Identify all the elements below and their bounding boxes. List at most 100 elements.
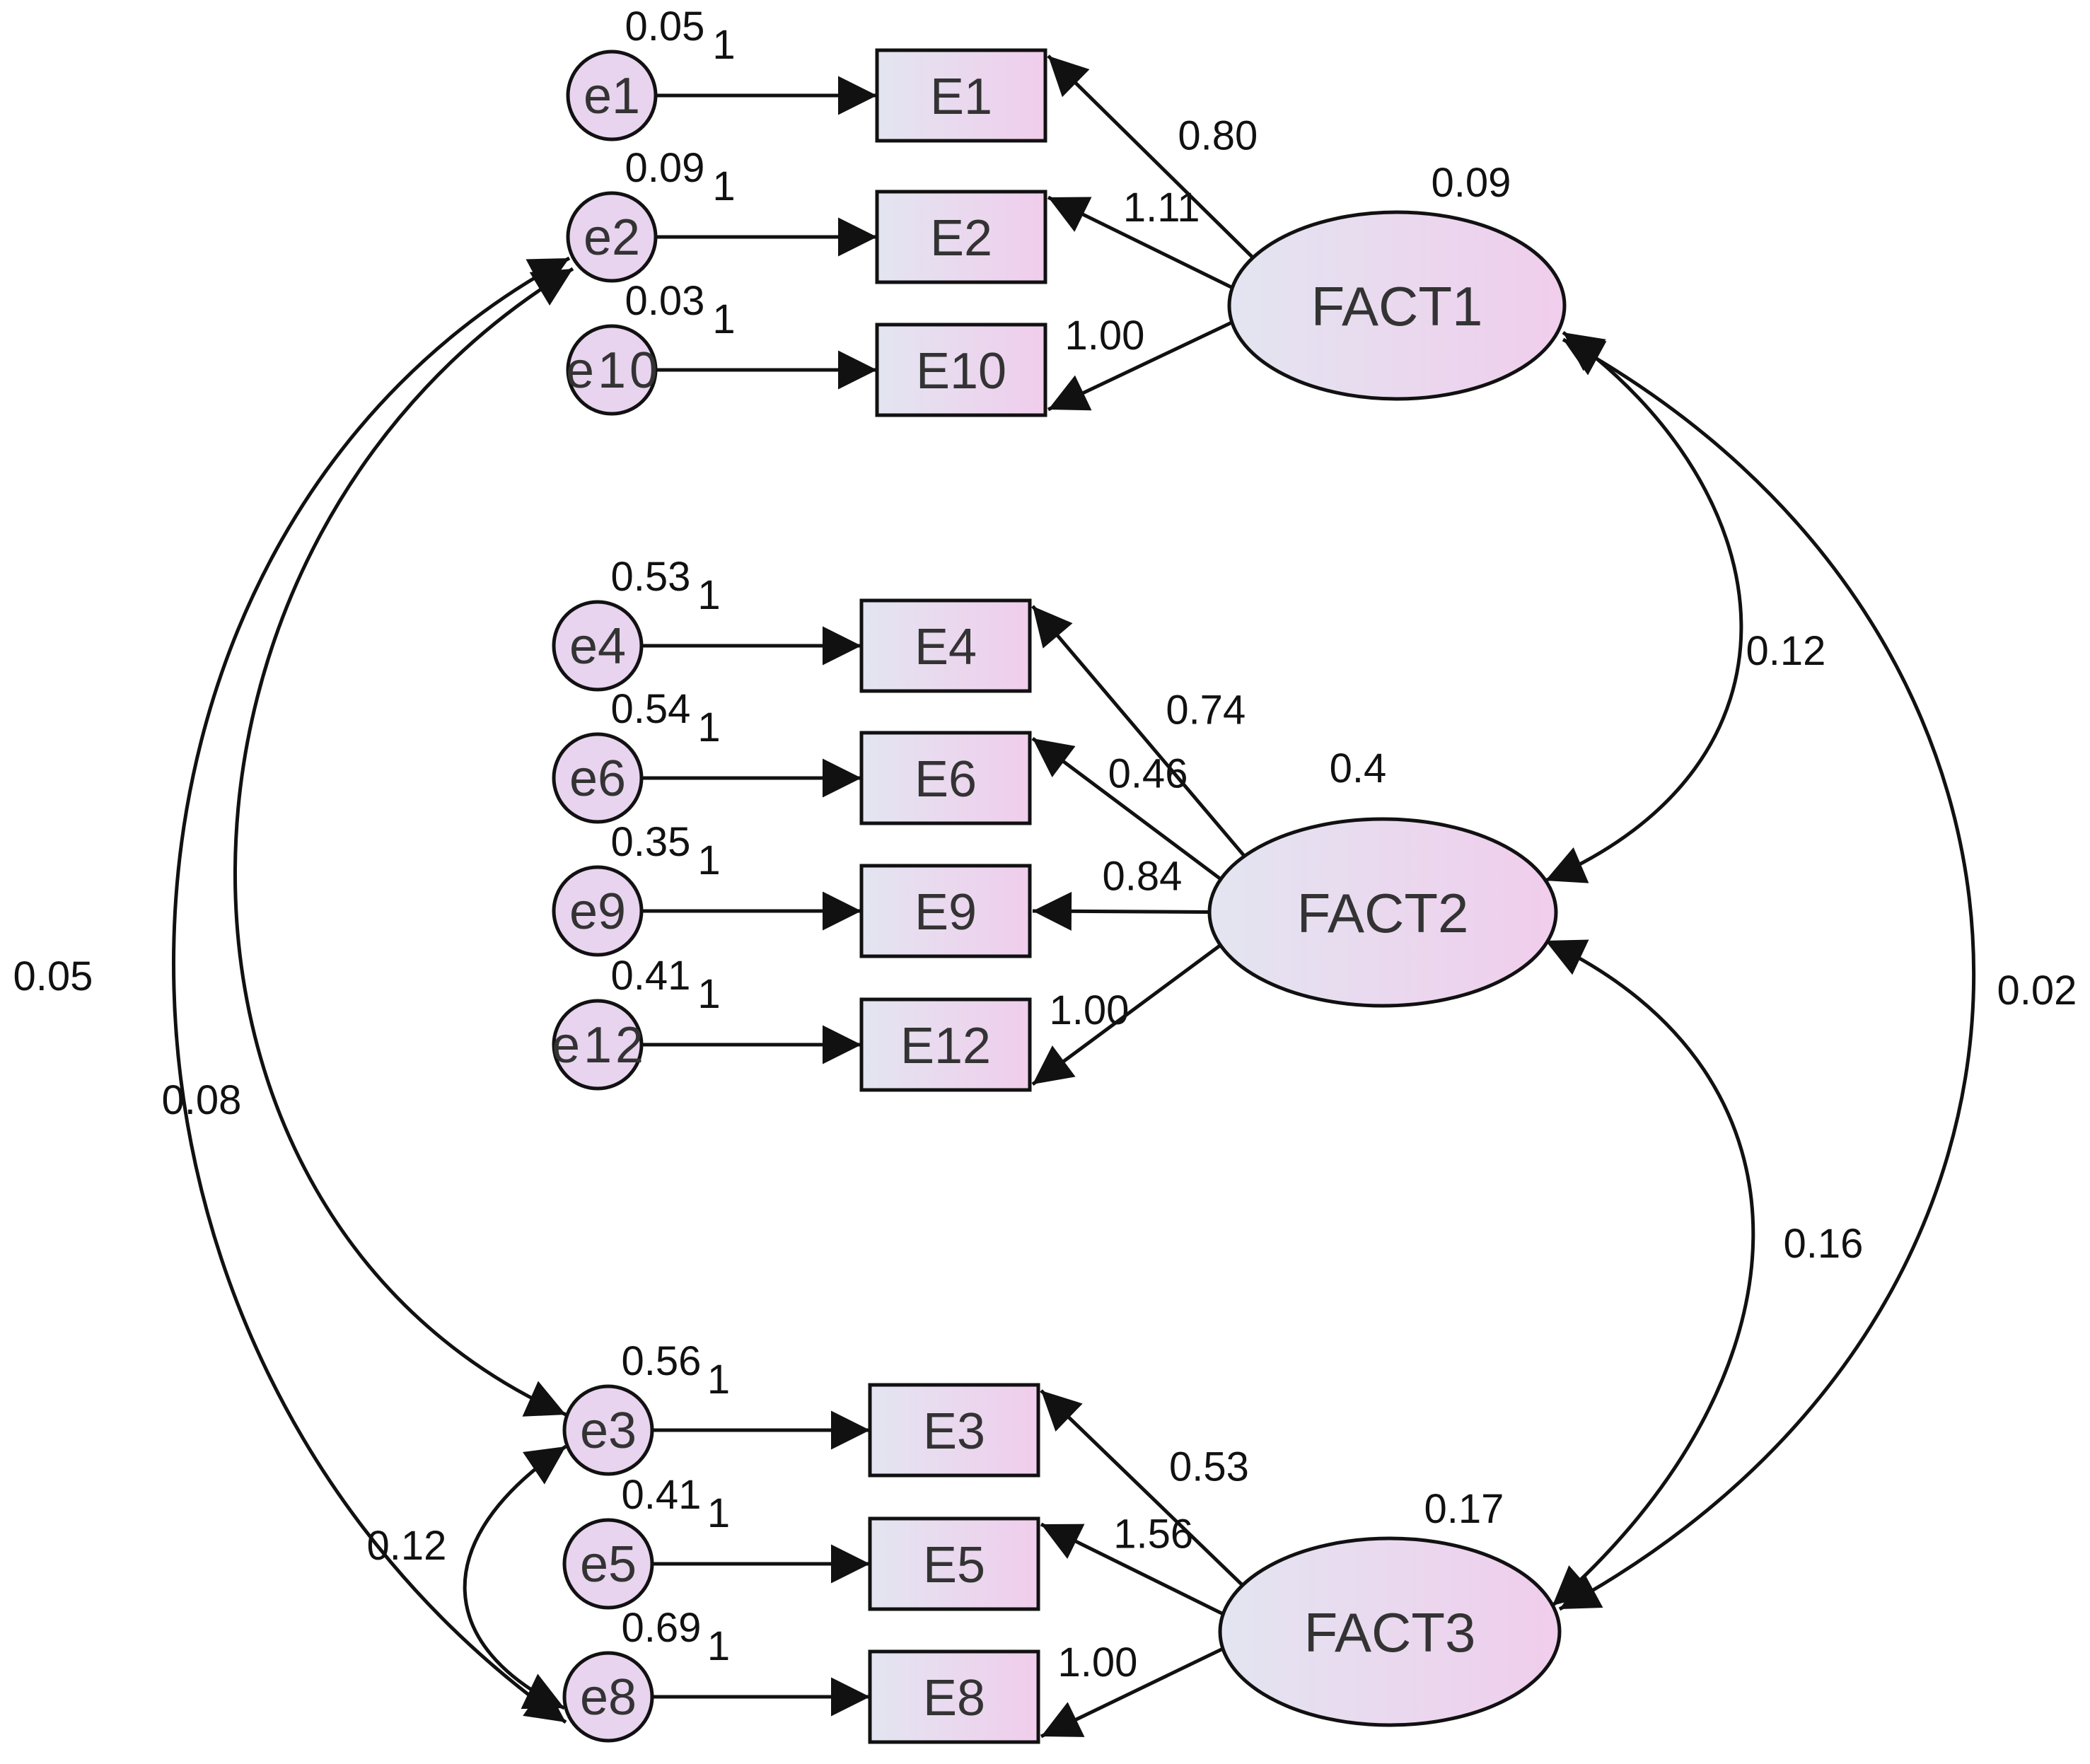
observed-node-e4: [859, 598, 1032, 693]
error-node-label-e10: e10: [566, 342, 658, 399]
loading-path-fact3-e5: [1040, 1522, 1224, 1616]
observed-node-label-e12: E12: [900, 1018, 991, 1074]
loading-path-fact3-e8: [1040, 1647, 1224, 1739]
error-variance-e12: 0.41: [611, 953, 691, 999]
error-node-label-e2: e2: [584, 209, 640, 266]
error-variance-e2: 0.09: [625, 145, 705, 191]
error-variance-e10: 0.03: [625, 278, 705, 324]
loading-path-fact1-e1: [1047, 54, 1255, 260]
loading-path-fact3-e3: [1040, 1389, 1244, 1587]
observed-node-e3: [868, 1383, 1040, 1478]
observed-node-e12: [859, 997, 1032, 1092]
error-node-e6: [552, 732, 644, 824]
error-path-weight-e4: 1: [697, 572, 720, 618]
observed-node-e10: [875, 323, 1047, 417]
loading-label-fact2-e4: 0.74: [1166, 687, 1246, 733]
error-path-weight-e6: 1: [697, 704, 720, 750]
covariance-label-fact2-fact3: 0.16: [1784, 1221, 1864, 1267]
observed-node-label-e3: E3: [923, 1403, 985, 1460]
observed-node-label-e6: E6: [915, 751, 977, 808]
error-node-e8: [562, 1651, 654, 1743]
loading-label-fact1-e10: 1.00: [1065, 313, 1145, 359]
covariance-e2-e8: [172, 256, 571, 1724]
error-path-weight-e12: 1: [697, 971, 720, 1017]
error-variance-e5: 0.41: [622, 1472, 702, 1518]
error-path-weight-e8: 1: [707, 1623, 730, 1669]
factor-variance-fact3: 0.17: [1424, 1486, 1504, 1532]
loading-path-fact2-e9: [1032, 891, 1210, 931]
loading-label-fact3-e8: 1.00: [1058, 1640, 1138, 1685]
error-node-label-e6: e6: [569, 750, 626, 807]
observed-node-e6: [859, 731, 1032, 825]
covariance-label-fact1-fact3: 0.02: [1997, 968, 2077, 1014]
loading-label-fact1-e1: 0.80: [1178, 113, 1258, 159]
covariance-fact2-fact3: [1544, 939, 1755, 1607]
observed-node-e9: [859, 864, 1032, 958]
covariance-fact1-fact3: [1558, 337, 1975, 1611]
observed-node-label-e1: E1: [930, 69, 992, 125]
observed-node-label-e2: E2: [930, 210, 992, 267]
covariance-e3-e8: [463, 1444, 567, 1710]
error-node-label-e4: e4: [569, 618, 626, 675]
factor-node-fact2: [1207, 817, 1558, 1008]
error-node-e5: [562, 1518, 654, 1610]
factor-node-fact1: [1227, 210, 1567, 401]
error-node-label-e5: e5: [580, 1536, 637, 1593]
loading-label-fact2-e12: 1.00: [1050, 987, 1130, 1033]
loading-path-fact1-e10: [1047, 320, 1233, 412]
factor-node-label-fact2: FACT2: [1297, 882, 1469, 944]
error-variance-e8: 0.69: [622, 1605, 702, 1651]
observed-node-label-e4: E4: [915, 619, 977, 675]
factor-node-label-fact3: FACT3: [1304, 1601, 1476, 1664]
error-variance-e1: 0.05: [625, 4, 705, 50]
covariance-label-e3-e8: 0.12: [367, 1523, 447, 1569]
observed-node-e8: [868, 1649, 1040, 1744]
observed-node-label-e10: E10: [916, 343, 1006, 400]
observed-node-label-e8: E8: [923, 1670, 985, 1727]
covariance-e2-e3: [233, 267, 574, 1417]
covariance-fact1-fact2: [1545, 330, 1743, 883]
factor-variance-fact2: 0.4: [1330, 745, 1387, 791]
error-node-e3: [562, 1384, 654, 1476]
error-node-e1: [566, 50, 658, 141]
factor-node-label-fact1: FACT1: [1311, 275, 1483, 337]
loading-label-fact2-e9: 0.84: [1103, 854, 1183, 900]
error-variance-e4: 0.53: [611, 554, 691, 600]
factor-node-fact3: [1218, 1536, 1562, 1727]
covariance-label-fact1-fact2: 0.12: [1746, 628, 1826, 674]
error-node-label-e12: e12: [552, 1017, 644, 1074]
observed-node-label-e9: E9: [915, 884, 977, 941]
loading-path-fact2-e12: [1031, 944, 1222, 1086]
error-node-label-e8: e8: [580, 1669, 637, 1726]
loading-path-fact2-e4: [1031, 605, 1246, 858]
error-node-label-e9: e9: [569, 883, 626, 940]
error-node-e12: [552, 999, 644, 1091]
error-path-weight-e2: 1: [712, 163, 735, 209]
observed-node-e5: [868, 1516, 1040, 1611]
covariance-label-e2-e8: 0.05: [13, 953, 93, 999]
arrow-layer: [172, 54, 1975, 1739]
observed-node-e1: [875, 48, 1047, 143]
error-path-weight-e5: 1: [707, 1490, 730, 1536]
observed-node-e2: [875, 190, 1047, 284]
error-node-e2: [566, 191, 658, 283]
error-node-e4: [552, 600, 644, 692]
error-variance-e9: 0.35: [611, 819, 691, 865]
error-node-label-e3: e3: [580, 1403, 637, 1459]
loading-label-fact2-e6: 0.46: [1108, 751, 1188, 797]
error-path-weight-e10: 1: [712, 296, 735, 342]
error-node-label-e1: e1: [584, 68, 640, 124]
loading-label-fact1-e2: 1.11: [1123, 185, 1200, 231]
error-variance-e6: 0.54: [611, 686, 691, 732]
observed-node-label-e5: E5: [923, 1537, 985, 1594]
error-node-e9: [552, 865, 644, 957]
loading-path-fact1-e2: [1047, 195, 1233, 289]
covariance-label-e2-e3: 0.08: [162, 1077, 242, 1123]
loading-label-fact3-e5: 1.56: [1113, 1511, 1193, 1557]
error-variance-e3: 0.56: [622, 1338, 702, 1384]
loading-label-fact3-e3: 0.53: [1169, 1444, 1249, 1490]
error-path-weight-e1: 1: [712, 22, 735, 68]
